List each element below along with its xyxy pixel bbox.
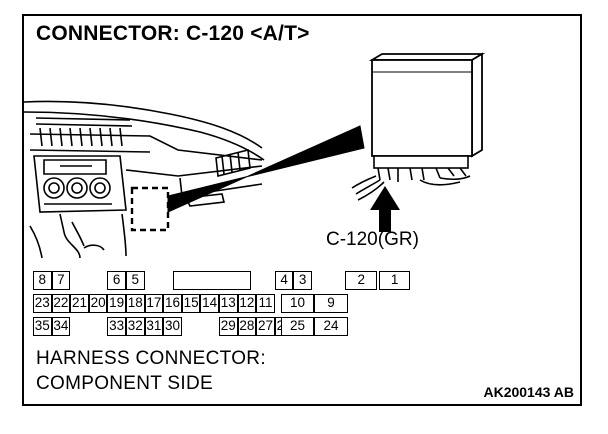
- connector-pin: 12: [237, 294, 257, 313]
- connector-pin: 6: [107, 271, 126, 290]
- connector-pin: 31: [144, 317, 164, 336]
- connector-pin: 8: [33, 271, 52, 290]
- control-module: [368, 52, 486, 158]
- gear-shifter: [59, 213, 81, 259]
- connector-pin: 15: [181, 294, 201, 313]
- connector-pin: 34: [51, 317, 71, 336]
- connector-location-marker: [130, 186, 170, 232]
- connector-pin: 17: [144, 294, 164, 313]
- dashboard-outline: [23, 100, 263, 149]
- connector-pin: 29: [219, 317, 238, 336]
- connector-pin: 23: [33, 294, 52, 313]
- left-air-vent: [35, 117, 133, 147]
- connector-title: CONNECTOR: C-120 <A/T>: [36, 22, 310, 45]
- connector-pin: 14: [200, 294, 219, 313]
- connector-blank-cell: [250, 271, 275, 290]
- callout-wedge: [167, 125, 365, 213]
- figure-code: AK200143 AB: [483, 384, 574, 400]
- connector-id-label: C-120(GR): [326, 229, 419, 250]
- connector-pin: 33: [107, 317, 126, 336]
- connector-pin: 25: [280, 317, 315, 336]
- connector-pin: 13: [219, 294, 238, 313]
- connector-pin: 3: [293, 271, 312, 290]
- connector-pin: 30: [163, 317, 182, 336]
- connector-pin: 21: [70, 294, 89, 313]
- connector-blank-cell: [312, 271, 342, 290]
- connector-pin: 9: [314, 294, 348, 313]
- connector-pin: 10: [280, 294, 315, 313]
- connector-pin: 32: [126, 317, 145, 336]
- connector-pin: 24: [314, 317, 348, 336]
- connector-pin: 1: [378, 271, 411, 290]
- climate-knob-right: [89, 177, 111, 199]
- connector-pin: 2: [345, 271, 377, 290]
- wire-harness: [351, 175, 377, 189]
- connector-pin: 28: [237, 317, 257, 336]
- connector-pin: 20: [88, 294, 108, 313]
- climate-knob-left: [43, 177, 65, 199]
- connector-key-slot: [172, 271, 251, 290]
- connector-pin: 18: [126, 294, 145, 313]
- center-console: [33, 155, 127, 213]
- connector-pin: 27: [256, 317, 275, 336]
- connector-pin: 4: [274, 271, 294, 290]
- caption-harness-connector: HARNESS CONNECTOR:: [36, 348, 266, 369]
- right-air-vent: [215, 149, 251, 177]
- connector-pin: 7: [51, 271, 71, 290]
- connector-pin: 19: [107, 294, 126, 313]
- connector-pin: 11: [256, 294, 275, 313]
- connector-pin: 16: [163, 294, 182, 313]
- connector-pin: 35: [33, 317, 52, 336]
- connector-blank-cell: [70, 271, 108, 290]
- connector-arrow: [370, 186, 400, 232]
- connector-pin: 5: [126, 271, 145, 290]
- module-connector: [373, 155, 469, 169]
- caption-component-side: COMPONENT SIDE: [36, 373, 213, 394]
- connector-pin: 22: [51, 294, 71, 313]
- climate-knob-center: [66, 177, 88, 199]
